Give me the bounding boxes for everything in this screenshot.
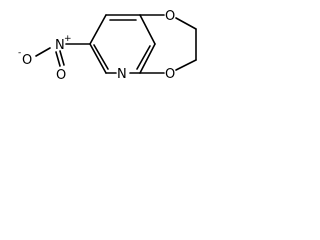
atom-ring-o-top: O <box>165 9 175 24</box>
bond-c3-c4 <box>139 43 156 74</box>
atom-nitro-o-single: O <box>22 53 32 68</box>
dioxane-ring <box>139 14 197 74</box>
bond-nitro-n-o-single <box>35 47 51 57</box>
bond-c3-c4-inner <box>136 45 151 70</box>
bond-c5-c6 <box>89 43 107 74</box>
chemical-structure: O O N N + O O - <box>18 9 197 83</box>
bond-c2-c3 <box>139 14 156 45</box>
bond-c8-o-bottom <box>175 59 197 71</box>
bond-c5-c6-inner <box>93 44 109 70</box>
bond-o-top-c7 <box>175 17 197 30</box>
nitro-group <box>35 43 91 67</box>
atom-ring-o-bottom: O <box>165 67 175 82</box>
charge-nitro-n-plus: + <box>64 34 72 44</box>
pyridine-ring <box>89 14 156 74</box>
bond-c6-c1 <box>89 14 107 45</box>
atom-nitro-n: N <box>55 38 65 53</box>
bond-nitro-n-o-double <box>55 51 61 67</box>
atom-nitro-o-double: O <box>56 68 66 83</box>
bond-nitro-n-o-double-2 <box>59 50 65 66</box>
charge-nitro-o-minus: - <box>18 48 21 58</box>
atom-pyridine-n: N <box>117 67 127 82</box>
